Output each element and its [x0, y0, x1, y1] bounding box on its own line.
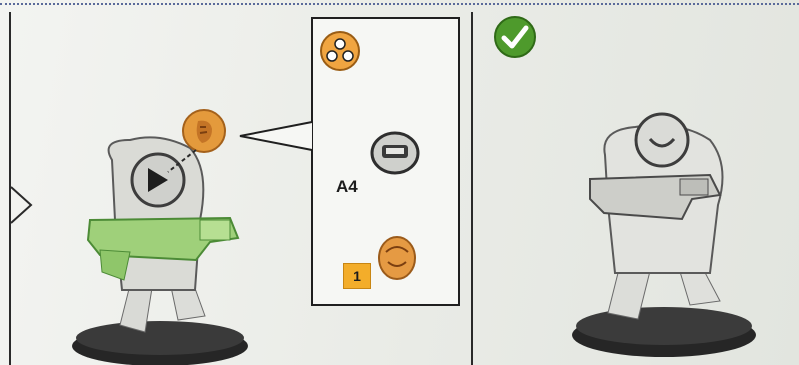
finished-miniature: [560, 95, 760, 360]
part-code-label: A4: [336, 177, 358, 197]
panel-divider: [471, 12, 473, 365]
quantity-badge: 1: [343, 263, 371, 289]
head-part-icon: [376, 234, 418, 282]
checkmark-icon: [493, 15, 537, 59]
helmet-part-icon: [369, 130, 421, 176]
squad-marine-icon: [319, 30, 361, 72]
